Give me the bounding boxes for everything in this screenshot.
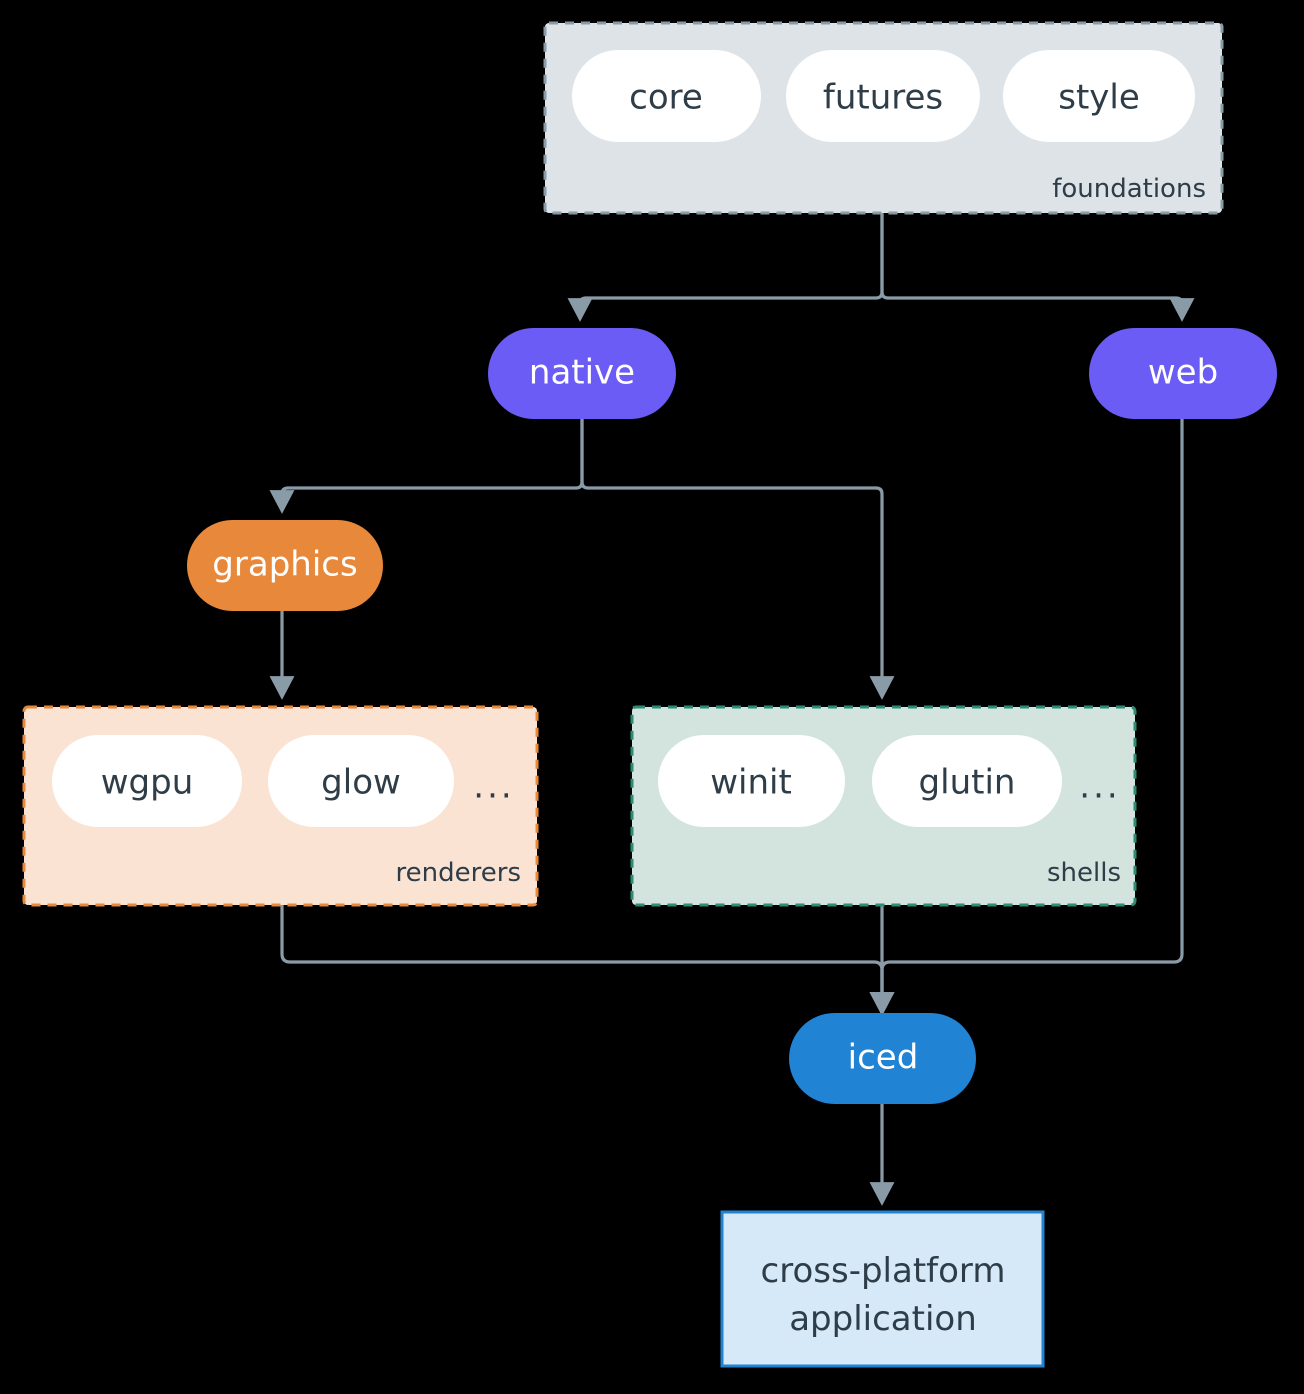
edge-native-to-shells <box>580 417 895 700</box>
node-web-label: web <box>1148 353 1218 393</box>
node-iced-label: iced <box>848 1038 919 1078</box>
cluster-shells: winit glutin ... shells <box>630 705 1137 907</box>
edge-foundations-to-web <box>880 212 1195 322</box>
pill-futures-label: futures <box>823 78 943 118</box>
output-box-shape[interactable] <box>720 1210 1045 1368</box>
renderers-ellipsis: ... <box>473 767 514 807</box>
shells-ellipsis: ... <box>1079 767 1120 807</box>
node-graphics-label: graphics <box>212 545 357 585</box>
node-native[interactable]: native <box>488 328 676 419</box>
node-cross-platform-application[interactable]: cross-platform application <box>720 1210 1045 1368</box>
cluster-shells-caption: shells <box>1047 858 1121 888</box>
pill-winit-label: winit <box>710 763 792 803</box>
cluster-foundations: core futures style foundations <box>543 21 1224 215</box>
cluster-renderers-caption: renderers <box>396 858 521 888</box>
pill-glow-shape[interactable] <box>268 735 454 827</box>
output-box-label-line2: application <box>789 1299 977 1339</box>
pill-winit-shape[interactable] <box>658 735 845 827</box>
node-graphics[interactable]: graphics <box>187 520 383 611</box>
cluster-foundations-caption: foundations <box>1052 174 1206 204</box>
pill-futures-shape[interactable] <box>786 50 980 142</box>
node-web-shape[interactable] <box>1089 328 1277 419</box>
cluster-renderers: wgpu glow ... renderers <box>22 705 539 907</box>
node-web[interactable]: web <box>1089 328 1277 419</box>
pill-glow-label: glow <box>321 763 401 803</box>
pill-glutin-shape[interactable] <box>872 735 1062 827</box>
pill-glutin-label: glutin <box>919 763 1016 803</box>
pill-core-shape[interactable] <box>572 50 761 142</box>
pill-core-label: core <box>629 78 703 118</box>
output-box-label-line1: cross-platform <box>761 1251 1006 1291</box>
pill-wgpu-shape[interactable] <box>52 735 242 827</box>
pill-style-shape[interactable] <box>1003 50 1195 142</box>
pill-style-label: style <box>1058 78 1140 118</box>
node-native-label: native <box>529 353 635 393</box>
node-iced-shape[interactable] <box>789 1013 976 1104</box>
pill-wgpu-label: wgpu <box>101 763 194 803</box>
node-iced[interactable]: iced <box>789 1013 976 1104</box>
node-graphics-shape[interactable] <box>187 520 383 611</box>
edge-web-to-iced <box>869 417 1184 1016</box>
node-native-shape[interactable] <box>488 328 676 419</box>
